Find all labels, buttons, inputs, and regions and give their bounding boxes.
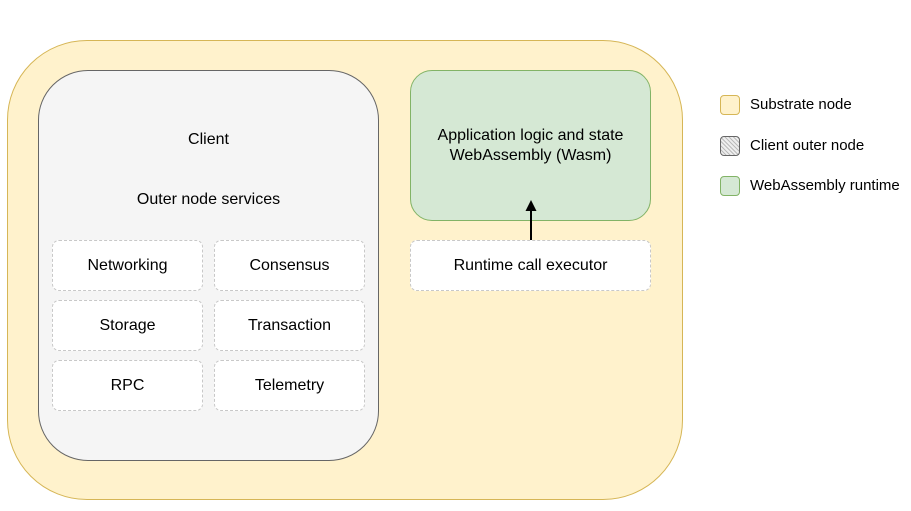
arrow-executor-to-runtime bbox=[525, 200, 537, 240]
legend-label-substrate-node: Substrate node bbox=[750, 96, 852, 113]
service-telemetry: Telemetry bbox=[214, 360, 365, 411]
runtime-call-executor: Runtime call executor bbox=[410, 240, 651, 291]
runtime-line-1: Application logic and state bbox=[437, 126, 624, 144]
legend-item-substrate-node bbox=[720, 95, 740, 115]
legend-item-client-outer-node bbox=[720, 136, 740, 156]
service-storage: Storage bbox=[52, 300, 203, 351]
service-networking: Networking bbox=[52, 240, 203, 291]
arrow-head bbox=[525, 200, 537, 211]
legend-label-webassembly-runtime: WebAssembly runtime bbox=[750, 177, 900, 194]
legend-label-client-outer-node: Client outer node bbox=[750, 137, 865, 154]
service-rpc: RPC bbox=[52, 360, 203, 411]
service-consensus: Consensus bbox=[214, 240, 365, 291]
legend-swatch-webassembly-runtime bbox=[720, 176, 740, 196]
service-transaction: Transaction bbox=[214, 300, 365, 351]
legend-item-webassembly-runtime bbox=[720, 176, 740, 196]
legend-swatch-substrate-node bbox=[720, 95, 740, 115]
legend-swatch-client-outer-node bbox=[720, 136, 740, 156]
runtime-line-2: WebAssembly (Wasm) bbox=[449, 146, 612, 164]
client-title: Client bbox=[188, 131, 229, 148]
outer-node-services-label: Outer node services bbox=[136, 191, 281, 208]
